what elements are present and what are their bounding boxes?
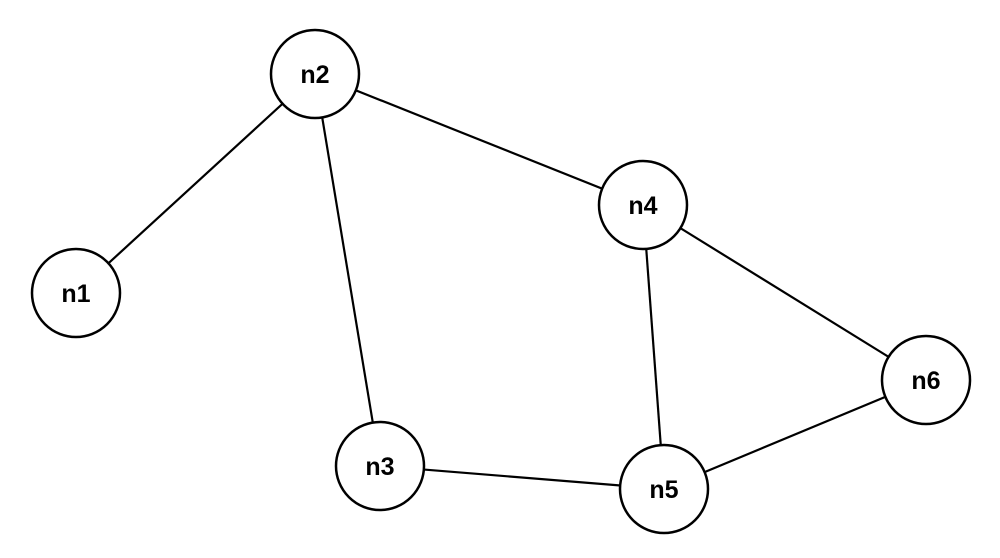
graph-node-n1[interactable]: n1	[30, 247, 122, 339]
node-label-n1: n1	[61, 280, 90, 308]
edge-n5-n6	[663, 378, 927, 491]
node-circle-n2[interactable]	[269, 28, 361, 120]
graph-node-n2[interactable]: n2	[269, 28, 361, 120]
node-label-n5: n5	[649, 476, 678, 504]
node-circle-n6[interactable]	[880, 334, 972, 426]
graph-node-n6[interactable]: n6	[880, 334, 972, 426]
edge-n2-n3	[313, 73, 382, 467]
graph-node-n5[interactable]: n5	[618, 443, 710, 535]
edges-layer	[75, 72, 927, 491]
edge-n2-n4	[314, 72, 644, 207]
node-label-n3: n3	[365, 453, 394, 481]
node-circle-n3[interactable]	[334, 420, 426, 512]
edge-n1-n2	[75, 73, 316, 294]
node-label-n4: n4	[628, 192, 657, 220]
graph-node-n3[interactable]: n3	[334, 420, 426, 512]
node-label-n6: n6	[911, 367, 940, 395]
nodes-layer: n1 n2 n3 n4 n5 n6	[30, 28, 972, 535]
node-label-n2: n2	[300, 61, 329, 89]
node-circle-n1[interactable]	[30, 247, 122, 339]
node-circle-n4[interactable]	[597, 159, 689, 251]
edge-n3-n5	[379, 464, 665, 491]
graph-node-n4[interactable]: n4	[597, 159, 689, 251]
edge-n4-n5	[641, 204, 666, 490]
node-circle-n5[interactable]	[618, 443, 710, 535]
edge-n4-n6	[642, 204, 927, 381]
